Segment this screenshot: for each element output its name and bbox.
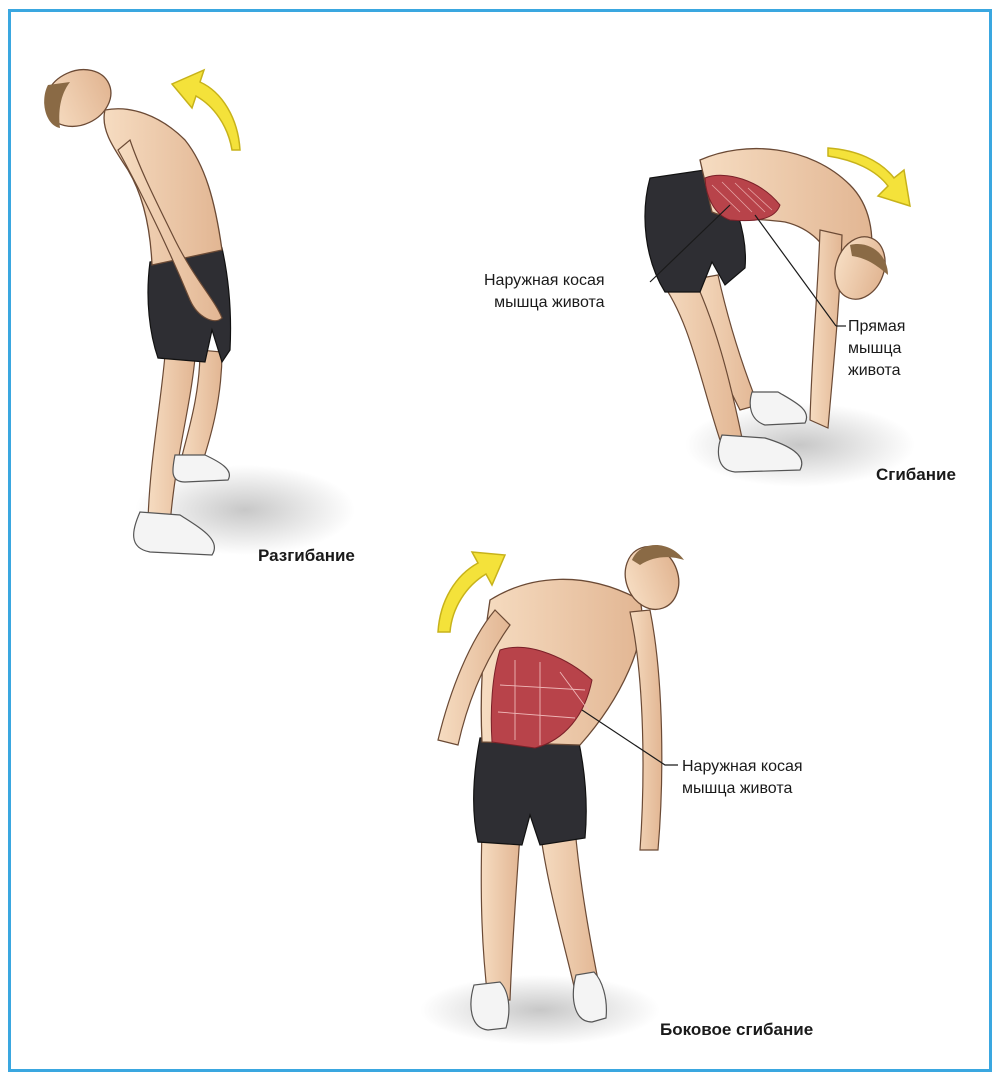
- caption-flexion: Сгибание: [876, 465, 956, 485]
- shoe-back: [750, 392, 806, 425]
- figure-lateral-flexion: [420, 539, 687, 1045]
- caption-extension: Разгибание: [258, 546, 355, 566]
- torso: [104, 109, 222, 265]
- floor-shadow: [420, 975, 660, 1045]
- label-external-oblique-flexion: Наружная косая мышца живота: [484, 270, 605, 314]
- shoe-left: [471, 982, 509, 1030]
- label-rectus-abdominis: Прямая мышца живота: [848, 316, 905, 382]
- leg-right: [540, 828, 600, 995]
- figure-extension: [36, 59, 355, 555]
- shoe-back: [173, 455, 230, 482]
- leg-left: [481, 830, 520, 1000]
- caption-lateral-flexion: Боковое сгибание: [660, 1020, 813, 1040]
- shorts: [474, 738, 586, 845]
- label-external-oblique-lateral: Наружная косая мышца живота: [682, 756, 803, 800]
- shoe-right: [573, 972, 606, 1022]
